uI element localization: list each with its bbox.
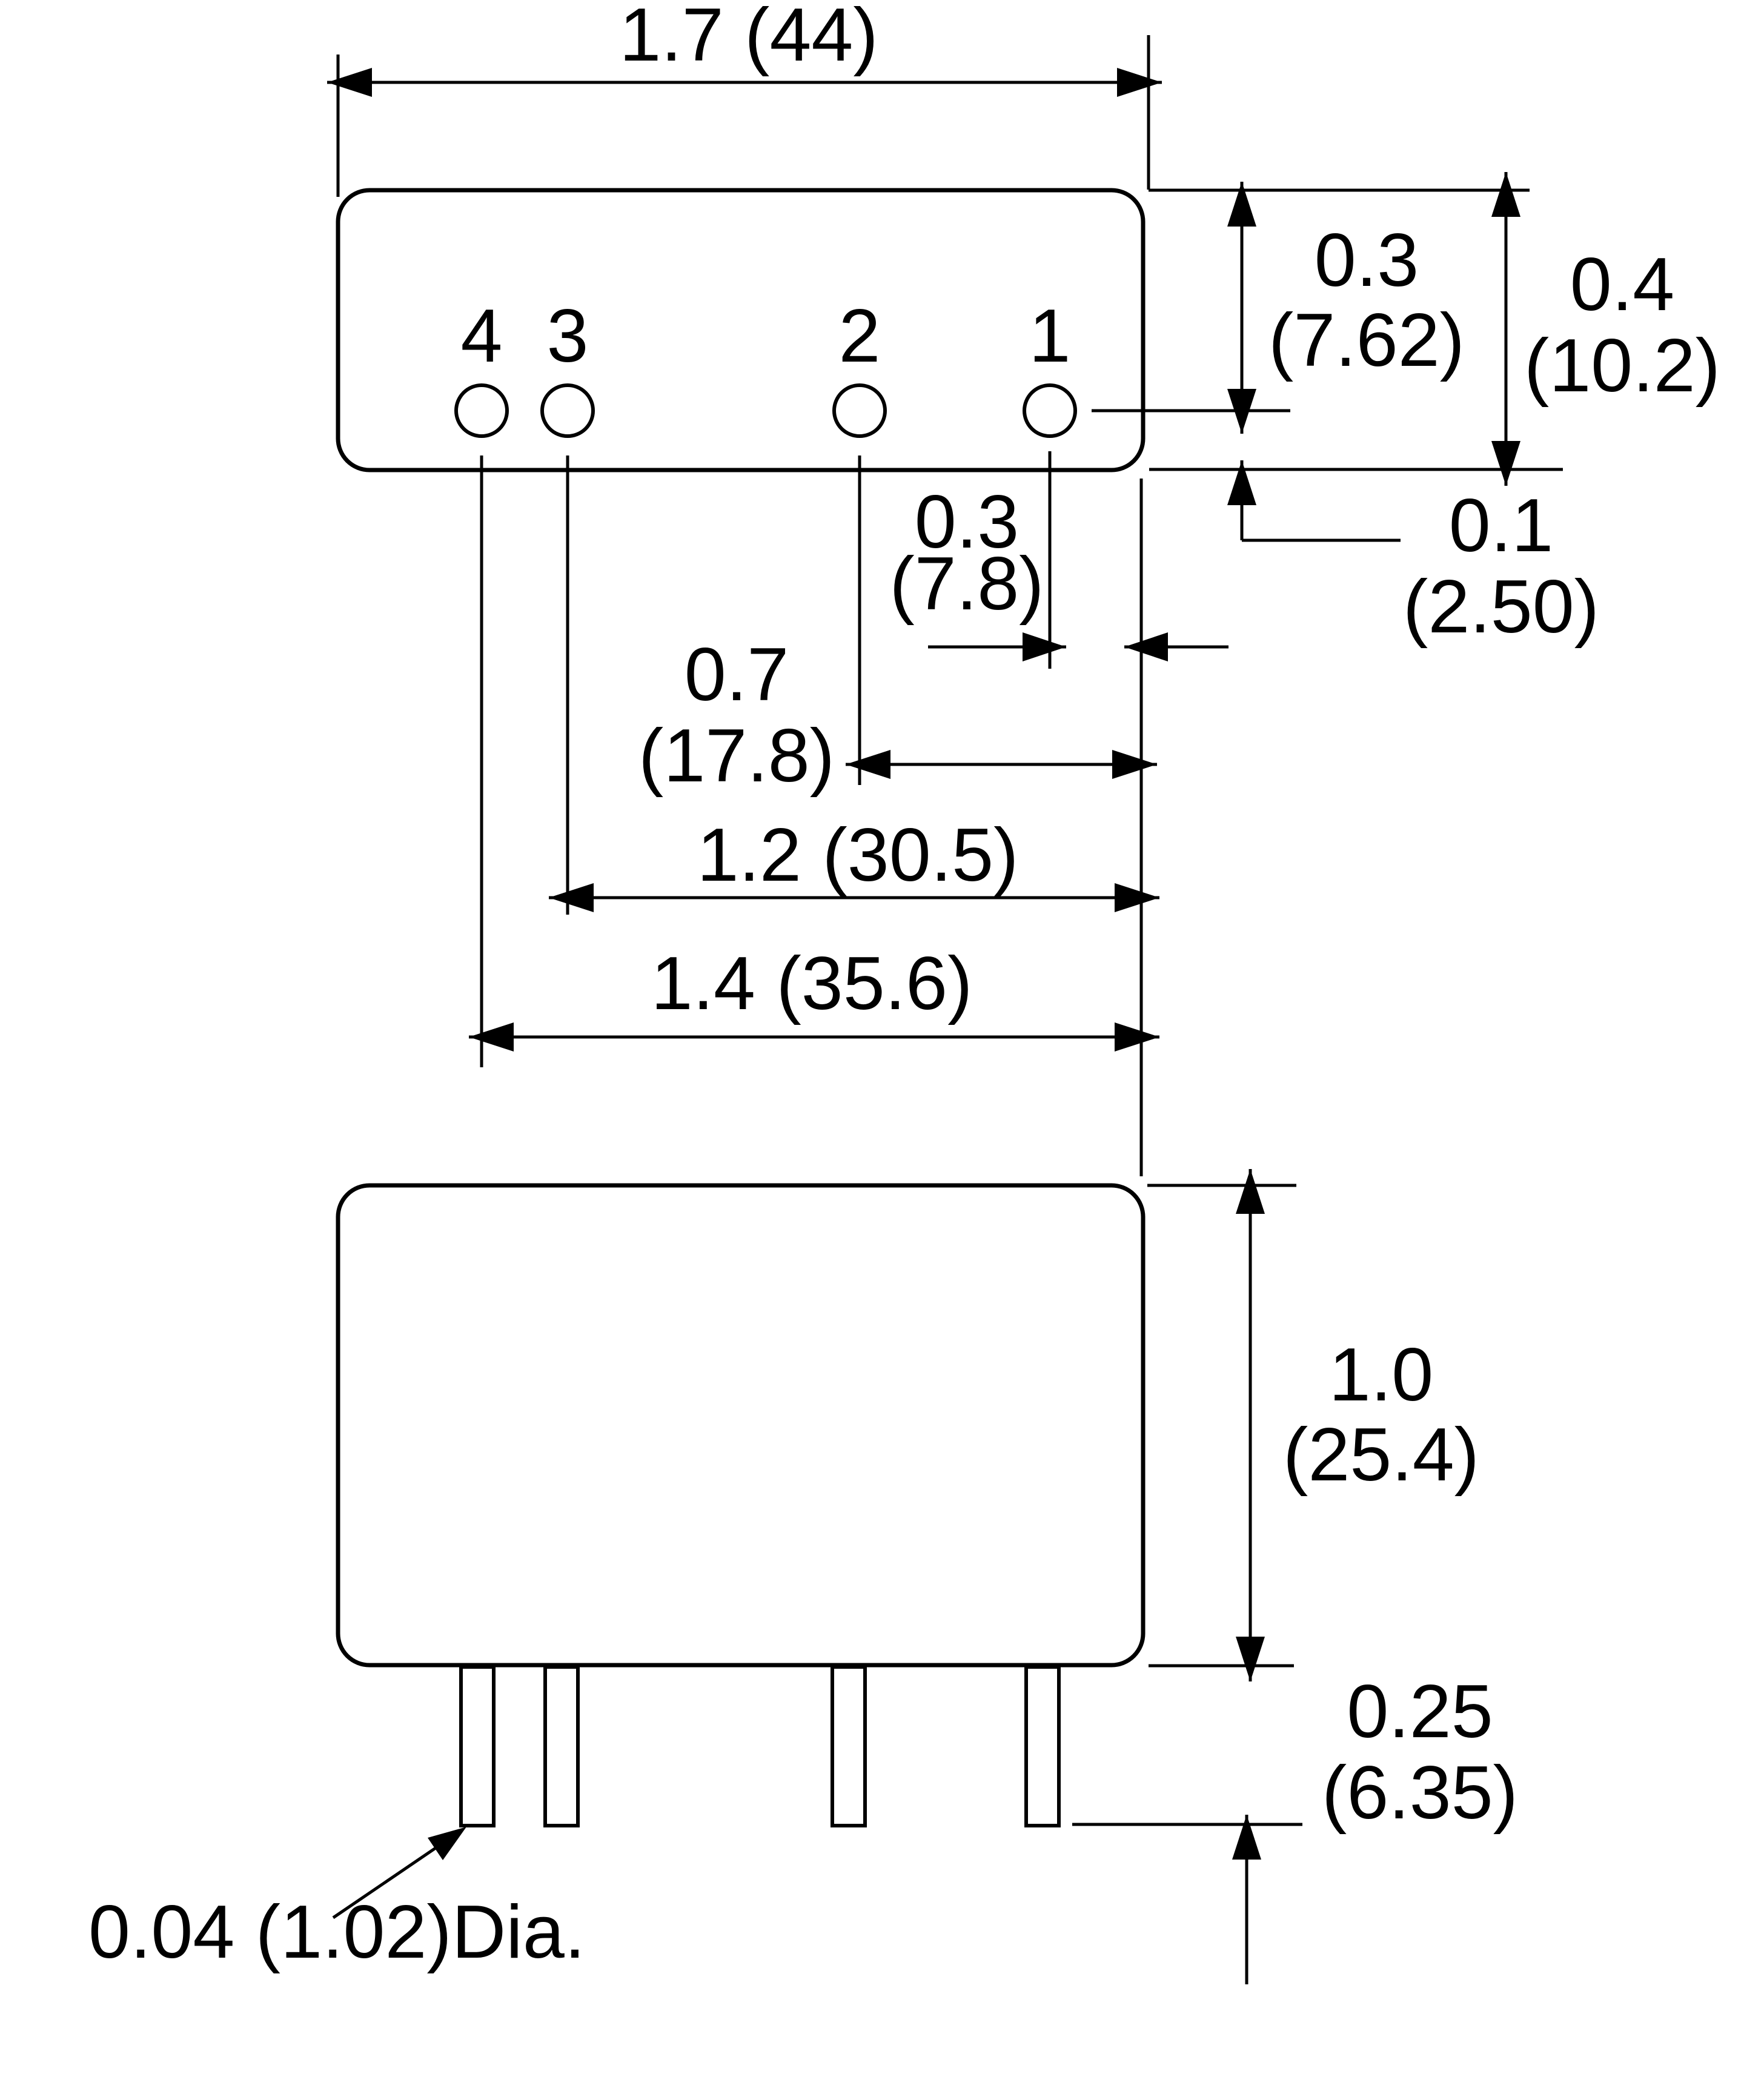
pin-length-inch: 0.25: [1347, 1670, 1493, 1754]
body-depth-inch: 0.4: [1570, 243, 1674, 326]
arrowhead: [1491, 441, 1520, 486]
arrowhead: [327, 68, 372, 97]
pin1-from-top-mm: (7.62): [1268, 299, 1465, 382]
side-view-body-outline: [336, 1183, 1146, 1668]
pin2-from-right-inch: 0.7: [685, 633, 789, 717]
top-view-right-extension-lines: [1092, 188, 1563, 471]
arrowhead: [469, 1022, 514, 1052]
arrowhead: [1124, 632, 1168, 661]
arrowhead: [1227, 389, 1256, 434]
pin3-from-right-mm: (30.5): [822, 813, 1018, 897]
pin1-from-right-inch: 0.3: [915, 480, 1019, 564]
arrowhead: [1117, 68, 1162, 97]
arrowhead: [1232, 1815, 1261, 1860]
overall-width-label: 1.7 (44): [619, 0, 878, 77]
pin-2-leg: [831, 1665, 867, 1827]
pin-4-leg: [459, 1665, 496, 1827]
top-view-body-outline: [336, 188, 1146, 472]
dimension-pin-diameter: 0.04 (1.02)Dia.: [88, 1827, 585, 1974]
arrowhead: [1227, 460, 1256, 505]
pin-3-label: 3: [547, 294, 589, 378]
pin4-from-right-mm: (35.6): [776, 942, 972, 1025]
arrowhead: [846, 750, 890, 779]
arrowhead: [1491, 172, 1520, 217]
pin-2-hole: [832, 383, 887, 438]
top-view: 4 3 2 1: [336, 188, 1146, 472]
arrowhead: [549, 883, 594, 912]
pin-1-label: 1: [1029, 294, 1071, 378]
dimension-pin2-from-right-edge: 0.7 (17.8): [638, 633, 1157, 798]
overall-width-mm: (44): [744, 0, 878, 77]
dimension-pin-length: 0.25 (6.35): [1232, 1670, 1518, 1984]
pin3-from-right-label: 1.2 (30.5): [697, 813, 1019, 897]
side-view: [336, 1183, 1146, 1827]
pin-2-label: 2: [839, 294, 881, 378]
pin-length-mm: (6.35): [1322, 1751, 1518, 1835]
pin-4-hole: [454, 383, 509, 438]
pin-3-leg: [543, 1665, 580, 1827]
overall-width-inch: 1.7: [619, 0, 723, 77]
side-view-extension-lines: [1072, 1184, 1302, 1826]
pin1-from-bottom-mm: (2.50): [1403, 565, 1599, 649]
arrowhead: [1115, 1022, 1159, 1052]
pin-4-label: 4: [461, 294, 503, 378]
dimension-pin3-from-right-edge: 1.2 (30.5): [549, 813, 1159, 912]
arrowhead: [428, 1827, 466, 1860]
body-height-mm: (25.4): [1283, 1413, 1479, 1497]
arrowhead: [1227, 182, 1256, 227]
dimension-pin1-from-right-edge: 0.3 (7.8): [890, 480, 1228, 661]
pin1-from-bottom-inch: 0.1: [1449, 484, 1553, 568]
pin1-from-top-inch: 0.3: [1315, 219, 1419, 302]
arrowhead: [1236, 1637, 1265, 1681]
dimension-pin1-from-top: 0.3 (7.62): [1227, 182, 1465, 434]
pin-1-hole: [1023, 383, 1077, 438]
dimension-overall-width: 1.7 (44): [327, 0, 1162, 197]
top-view-lower-extension-lines: [480, 451, 1143, 1176]
pin-1-leg: [1024, 1665, 1061, 1827]
dimension-body-depth: 0.4 (10.2): [1491, 172, 1720, 486]
pin1-from-right-mm: (7.8): [890, 542, 1044, 626]
dimension-pin4-from-right-edge: 1.4 (35.6): [469, 942, 1159, 1052]
pin4-from-right-label: 1.4 (35.6): [651, 942, 973, 1025]
pin3-from-right-inch: 1.2: [697, 813, 801, 897]
pin-3-hole: [540, 383, 595, 438]
dimension-body-height: 1.0 (25.4): [1236, 1169, 1479, 1681]
arrowhead: [1023, 632, 1066, 661]
arrowhead: [1236, 1169, 1265, 1214]
pin4-from-right-inch: 1.4: [651, 942, 755, 1025]
pin2-from-right-mm: (17.8): [638, 714, 835, 798]
body-depth-mm: (10.2): [1524, 324, 1720, 408]
body-height-inch: 1.0: [1329, 1333, 1433, 1417]
pin-diameter-label: 0.04 (1.02)Dia.: [88, 1890, 585, 1974]
dimension-pin1-from-bottom: 0.1 (2.50): [1227, 460, 1599, 649]
arrowhead: [1115, 883, 1159, 912]
arrowhead: [1112, 750, 1157, 779]
